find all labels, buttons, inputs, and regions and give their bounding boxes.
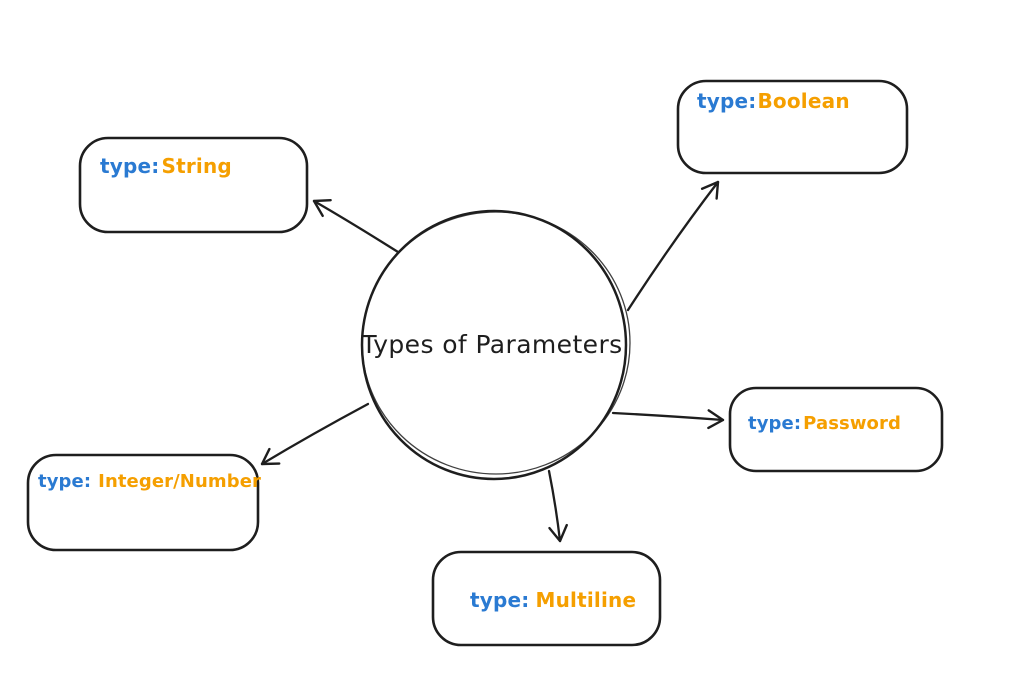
center-node-label: Types of Parameters (360, 330, 622, 359)
type-value: Password (803, 413, 901, 434)
type-value: Boolean (757, 89, 849, 113)
node-password[interactable]: type:Password (728, 386, 944, 473)
node-string[interactable]: type:String (78, 136, 309, 234)
center-node[interactable]: Types of Parameters (360, 209, 631, 481)
type-prefix: type: (470, 588, 529, 612)
node-boolean-label: type:Boolean (697, 89, 850, 113)
arrow-to-boolean[interactable] (626, 180, 720, 312)
arrow-to-multiline[interactable] (547, 469, 568, 543)
node-string-label: type:String (100, 154, 232, 178)
type-value: String (161, 154, 231, 178)
type-value: Integer/Number (98, 471, 261, 492)
arrow-to-string[interactable] (312, 199, 400, 254)
node-string-box (78, 136, 309, 234)
node-multiline-box (431, 550, 662, 647)
connector-arrows (260, 180, 725, 543)
center-node-ellipse-sketch (361, 211, 631, 475)
type-value: Multiline (535, 588, 636, 612)
node-password-label: type:Password (748, 413, 901, 434)
node-integer-number-box (26, 453, 260, 552)
node-multiline-label: type:Multiline (470, 588, 636, 612)
arrow-to-integer-number[interactable] (260, 402, 370, 466)
type-prefix: type: (100, 154, 159, 178)
node-integer-number-label: type: Integer/Number (38, 471, 261, 492)
node-boolean[interactable]: type:Boolean (676, 79, 909, 175)
arrow-to-password[interactable] (611, 409, 725, 430)
type-prefix: type: (38, 471, 91, 492)
node-integer-number[interactable]: type: Integer/Number (26, 453, 261, 552)
type-prefix: type: (697, 89, 756, 113)
node-multiline[interactable]: type:Multiline (431, 550, 662, 647)
type-prefix: type: (748, 413, 801, 434)
node-password-box (728, 386, 944, 473)
node-boolean-box (676, 79, 909, 175)
